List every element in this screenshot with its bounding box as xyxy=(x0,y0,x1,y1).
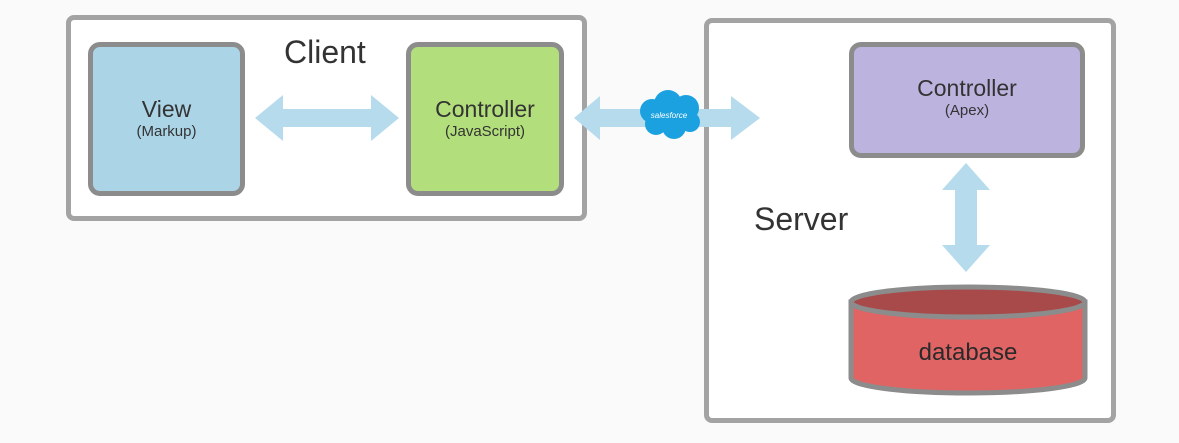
salesforce-logo-icon xyxy=(640,90,700,139)
database-label: database xyxy=(918,339,1018,366)
server-controller-subtitle: (Apex) xyxy=(944,102,990,119)
view-box-title: View xyxy=(141,96,192,122)
controller-database-arrow xyxy=(942,163,990,272)
view-box: View (Markup) xyxy=(88,42,245,196)
client-controller-subtitle: (JavaScript) xyxy=(444,123,526,140)
database-icon xyxy=(848,284,1088,396)
view-box-subtitle: (Markup) xyxy=(136,123,197,140)
server-controller-title: Controller xyxy=(917,75,1017,101)
client-controller-title: Controller xyxy=(435,96,535,122)
server-controller-box: Controller (Apex) xyxy=(849,42,1085,158)
client-title: Client xyxy=(284,34,366,70)
view-controller-arrow xyxy=(255,95,399,141)
server-title: Server xyxy=(754,201,849,237)
salesforce-logo-text: salesforce xyxy=(650,111,688,120)
client-controller-box: Controller (JavaScript) xyxy=(406,42,564,196)
